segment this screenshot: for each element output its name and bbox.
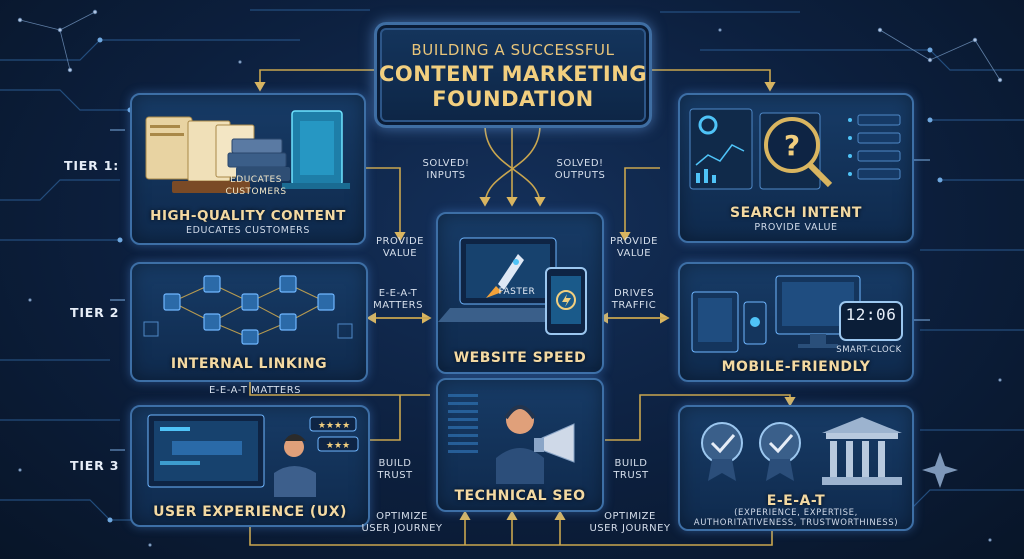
- solved-outputs-label: SOLVED! OUTPUTS: [554, 158, 606, 181]
- svg-text:★★★: ★★★: [326, 441, 350, 451]
- svg-text:★★★★: ★★★★: [318, 421, 350, 431]
- clock-readout: 12:06: [845, 305, 897, 324]
- eeat-title: E-E-A-T: [766, 493, 826, 509]
- provide-value-right-label: PROVIDE VALUE: [610, 236, 658, 259]
- internal-linking-title: INTERNAL LINKING: [170, 356, 328, 372]
- optimize-left-label: OPTIMIZE USER JOURNEY: [361, 511, 443, 534]
- panel-eeat: E-E-A-T (EXPERIENCE, EXPERTISE, AUTHORIT…: [678, 405, 914, 531]
- mobile-friendly-title: MOBILE-FRIENDLY: [721, 359, 871, 375]
- panel-high-quality-content: EDUCATES CUSTOMERS HIGH-QUALITY CONTENT …: [130, 93, 366, 245]
- faster-label: FASTER: [498, 287, 536, 297]
- technical-seo-title: TECHNICAL SEO: [454, 488, 586, 504]
- provide-value-left-label: PROVIDE VALUE: [376, 236, 424, 259]
- books-illustration: [145, 110, 350, 193]
- title-box: BUILDING A SUCCESSFUL CONTENT MARKETING …: [374, 22, 652, 128]
- eeat-matters-mid-label: E-E-A-T MATTERS: [373, 288, 423, 311]
- eeat-matters-low-label: E-E-A-T MATTERS: [208, 385, 302, 396]
- megaphone-person-illustration: [448, 394, 575, 484]
- tier-3-label: TIER 3: [70, 458, 120, 473]
- svg-text:?: ?: [784, 129, 800, 162]
- user-experience-title: USER EXPERIENCE (UX): [153, 504, 347, 520]
- high-quality-content-subtitle: EDUCATES CUSTOMERS: [185, 225, 311, 236]
- panel-internal-linking: INTERNAL LINKING: [130, 262, 368, 382]
- build-trust-right-label: BUILD TRUST: [613, 458, 649, 481]
- tier-2-label: TIER 2: [70, 305, 120, 320]
- title-line-3: FOUNDATION: [432, 87, 594, 111]
- devices-illustration: [691, 275, 903, 353]
- eeat-subtitle: (EXPERIENCE, EXPERTISE, AUTHORITATIVENES…: [693, 508, 899, 528]
- panel-search-intent: ? SEARCH INTENT PROVIDE VALUE: [678, 93, 914, 243]
- high-quality-content-title: HIGH-QUALITY CONTENT: [150, 208, 346, 224]
- tier-1-label: TIER 1:: [64, 158, 119, 173]
- search-intent-title: SEARCH INTENT: [730, 205, 862, 221]
- laptop-rocket-illustration: [438, 237, 587, 335]
- website-speed-title: WEBSITE SPEED: [453, 350, 587, 366]
- ux-illustration: ★★★★ ★★★: [147, 414, 359, 497]
- title-line-2: CONTENT MARKETING: [378, 62, 648, 86]
- analytics-illustration: ?: [689, 108, 901, 190]
- panel-technical-seo: TECHNICAL SEO: [436, 378, 604, 512]
- drives-traffic-label: DRIVES TRAFFIC: [611, 288, 657, 311]
- badges-building-illustration: [701, 417, 902, 485]
- solved-inputs-label: SOLVED! INPUTS: [422, 158, 470, 181]
- panel-website-speed: FASTER WEBSITE SPEED: [436, 212, 604, 374]
- build-trust-left-label: BUILD TRUST: [377, 458, 413, 481]
- panel-user-experience: ★★★★ ★★★ USER EXPERIENCE (UX): [130, 405, 370, 527]
- educates-customers-inner-label: EDUCATES CUSTOMERS: [225, 175, 287, 197]
- smart-clock-label: SMART-CLOCK: [836, 345, 902, 355]
- optimize-right-label: OPTIMIZE USER JOURNEY: [589, 511, 671, 534]
- panel-mobile-friendly: 12:06 SMART-CLOCK MOBILE-FRIENDLY: [678, 262, 914, 382]
- network-nodes-illustration: [143, 275, 353, 345]
- search-intent-subtitle: PROVIDE VALUE: [754, 222, 838, 233]
- title-line-1: BUILDING A SUCCESSFUL: [411, 41, 615, 59]
